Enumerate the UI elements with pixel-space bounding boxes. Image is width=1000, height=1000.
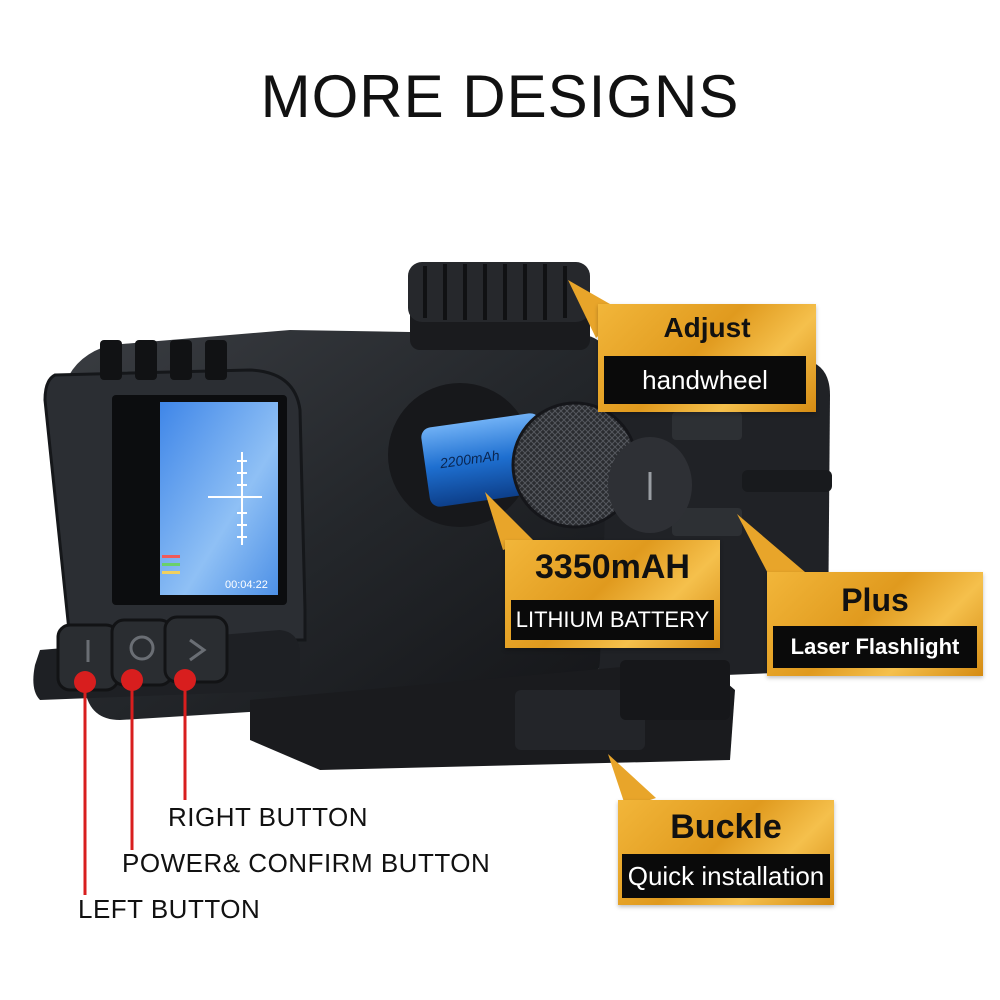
pointer-arrow: [737, 514, 805, 587]
display-screen: 00:04:22: [160, 402, 278, 595]
rail-upper: [672, 412, 742, 440]
left-button-label: LEFT BUTTON: [78, 894, 261, 924]
callout-handwheel-head: Adjust: [663, 312, 751, 343]
page-title: MORE DESIGNS: [260, 63, 740, 130]
power-button: [110, 618, 174, 687]
callout-buckle-sub: Quick installation: [622, 854, 830, 898]
callout-buckle-head: Buckle: [670, 808, 782, 846]
power-icon: [129, 635, 155, 661]
pointer-arrow: [485, 492, 533, 550]
right-button: [163, 615, 229, 684]
display-timer: 00:04:22: [225, 579, 268, 591]
callout-battery: 3350mAH LITHIUM BATTERY: [485, 492, 720, 648]
power-button-label: POWER& CONFIRM BUTTON: [122, 848, 491, 878]
right-button-marker: [174, 669, 196, 691]
rail-slot: [742, 470, 832, 492]
callout-flashlight-sub: Laser Flashlight: [773, 626, 977, 668]
callout-handwheel: Adjust handwheel: [568, 280, 816, 412]
mount-lever: [515, 690, 645, 750]
rail-lower: [672, 508, 742, 536]
callout-flashlight-head: Plus: [841, 582, 909, 618]
callout-battery-sub: LITHIUM BATTERY: [511, 600, 714, 640]
chevron-right-icon: [189, 638, 207, 662]
left-button-marker: [74, 671, 96, 693]
right-button-label: RIGHT BUTTON: [168, 802, 369, 832]
handwheel-knob: [408, 262, 590, 322]
mount-clamp: [620, 660, 730, 720]
callout-buckle: Buckle Quick installation: [608, 754, 834, 905]
pointer-arrow: [608, 754, 656, 808]
callout-handwheel-sub: handwheel: [604, 356, 806, 404]
power-button-marker: [121, 669, 143, 691]
button-markers: [74, 669, 196, 895]
callout-battery-head: 3350mAH: [535, 548, 690, 586]
callout-flashlight: Plus Laser Flashlight: [737, 514, 983, 676]
